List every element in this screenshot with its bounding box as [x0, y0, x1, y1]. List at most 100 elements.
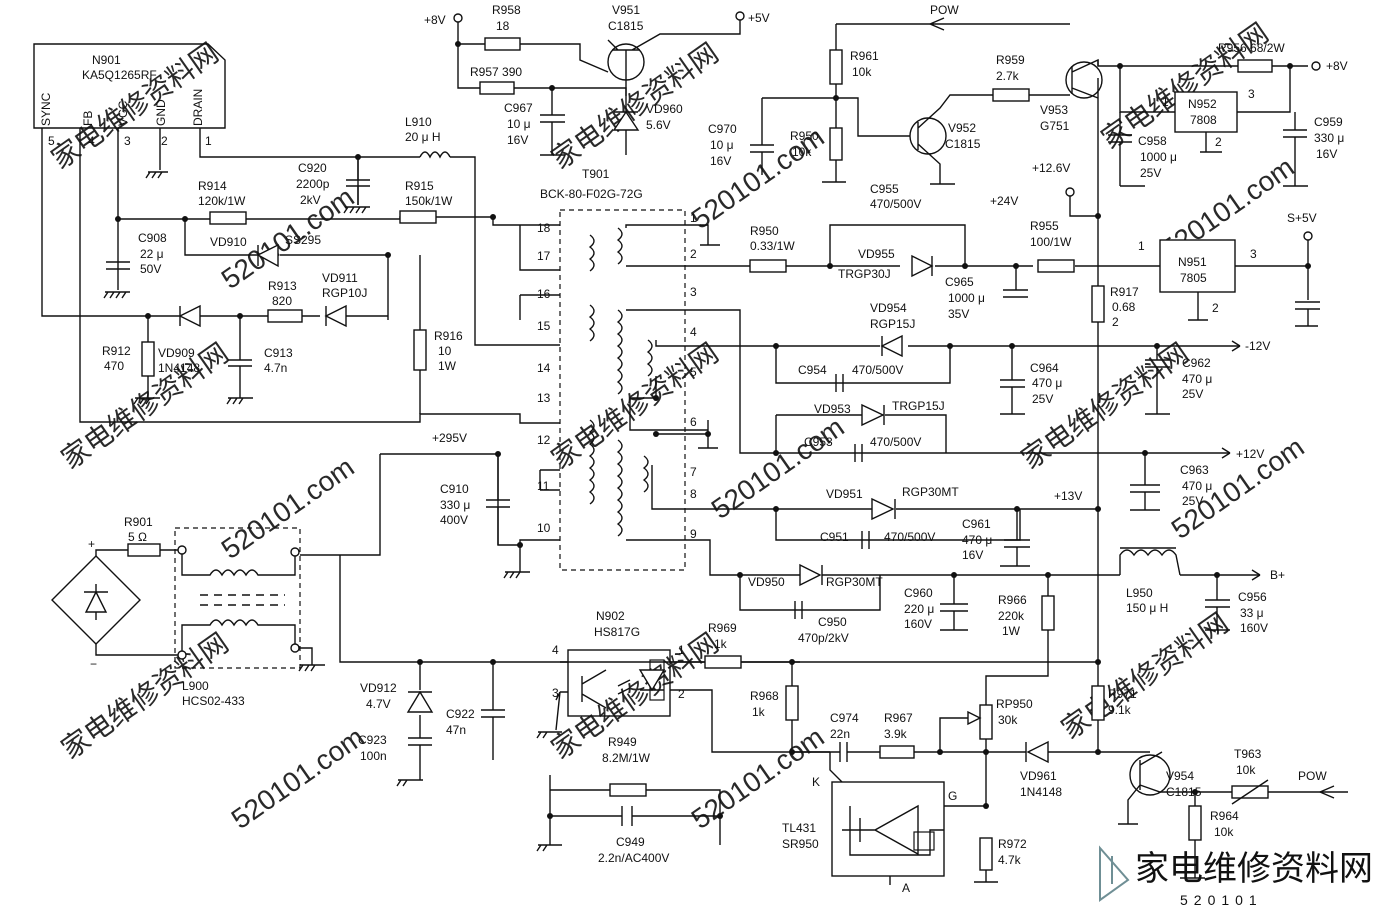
- r968-value: 1k: [752, 705, 766, 719]
- c910-ref: C910: [440, 482, 469, 496]
- r967-ref: R967: [884, 711, 913, 725]
- r901-ref: R901: [124, 515, 153, 529]
- capacitor-c920: C920 2200p 2kV: [296, 157, 370, 207]
- transformer-t901: T901 BCK-80-F02G-72G 18 17 16 15 14 13 1…: [537, 167, 697, 571]
- c960-value: 220 μ: [904, 602, 934, 616]
- n902-pin: 2: [678, 687, 685, 701]
- c963-value: 470 μ: [1182, 479, 1212, 493]
- vd960-value: 5.6V: [646, 118, 671, 132]
- resistor-r912: R912 470: [102, 341, 155, 398]
- resistor-r950-033: R950 0.33/1W: [749, 224, 795, 273]
- c913-ref: C913: [264, 346, 293, 360]
- c960-ref: C960: [904, 586, 933, 600]
- t901-pin: 8: [690, 487, 697, 501]
- tl431-part: SR950: [782, 837, 819, 851]
- resistor-r915: R915 150k/1W: [399, 179, 453, 224]
- t901-pin: 12: [537, 433, 551, 447]
- t901-pin: 1: [690, 211, 697, 225]
- capacitor-c964: C964 470 μ 25V: [1000, 346, 1062, 414]
- r916-rating: 1W: [438, 359, 457, 373]
- watermark-text: 520101.com: [226, 721, 370, 835]
- r917-extra: 2: [1112, 315, 1119, 329]
- n952-part: 7808: [1190, 113, 1217, 127]
- t901-pin: 18: [537, 221, 551, 235]
- r915-value: 150k/1W: [405, 194, 453, 208]
- c958-ref: C958: [1138, 134, 1167, 148]
- l910-value: 20 μ H: [405, 130, 441, 144]
- c965-ref: C965: [945, 275, 974, 289]
- r914-value: 120k/1W: [198, 194, 246, 208]
- l950-value: 150 μ H: [1126, 601, 1168, 615]
- watermark-text: 家电维修资料网: [1056, 607, 1234, 745]
- r949-ref: R949: [608, 735, 637, 749]
- c956-ref: C956: [1238, 590, 1267, 604]
- vd911-ref: VD911: [322, 271, 358, 285]
- r913-ref: R913: [268, 279, 297, 293]
- r958-ref: R958: [492, 3, 521, 17]
- c949-value: 2.2n/AC400V: [598, 851, 669, 865]
- r915-ref: R915: [405, 179, 434, 193]
- r912-value: 470: [104, 359, 124, 373]
- resistor-r917: R917 0.68 2: [1091, 285, 1139, 329]
- tl431-g: G: [948, 789, 957, 803]
- rail-p295v: +295V: [432, 431, 467, 445]
- tl431-a: A: [902, 881, 910, 895]
- t901-pin: 17: [537, 249, 551, 263]
- c908-rating: 50V: [140, 262, 161, 276]
- bridge-rectifier: + − R901 5 Ω: [51, 515, 182, 671]
- rail-minus: −: [90, 657, 97, 671]
- ic-n901: N901 KA5Q1265RF SYNC FB VCC GND DRAIN 5 …: [33, 43, 226, 148]
- n902-part: HS817G: [594, 625, 640, 639]
- capacitor-c910: +295V C910 330 μ 400V: [432, 431, 510, 545]
- capacitor-c950: C950 470p/2kV: [794, 601, 849, 645]
- junction-dots: [115, 41, 1311, 819]
- t901-pin: 7: [690, 465, 697, 479]
- diode-vd954: VD954 RGP15J: [870, 301, 915, 358]
- c964-ref: C964: [1030, 361, 1059, 375]
- r968-ref: R968: [750, 689, 779, 703]
- vd955-part: TRGP30J: [838, 267, 891, 281]
- capacitor-c954: C954 470/500V: [798, 363, 903, 392]
- n902-pin: 4: [552, 643, 559, 657]
- n902-ref: N902: [596, 609, 625, 623]
- diode-vd951: VD951 RGP30MT +13V: [826, 485, 1082, 521]
- r917-value: 0.68: [1112, 300, 1136, 314]
- r949-value: 8.2M/1W: [602, 751, 651, 765]
- filter-l900: L900 HCS02-433: [174, 527, 313, 708]
- c950-value: 470p/2kV: [798, 631, 849, 645]
- c964-value: 470 μ: [1032, 376, 1062, 390]
- c964-rating: 25V: [1032, 392, 1053, 406]
- capacitor-c913: C913 4.7n: [228, 346, 293, 398]
- t901-pin: 11: [537, 479, 550, 493]
- rail-p8v-in: +8V: [424, 13, 446, 27]
- r972-ref: R972: [998, 837, 1027, 851]
- watermark-text: 家电维修资料网: [1016, 337, 1194, 475]
- capacitor-c962: C962 470 μ 25V -12V: [1145, 339, 1270, 414]
- v951-ref: V951: [612, 3, 640, 17]
- t963-value: 10k: [1236, 763, 1256, 777]
- c908-value: 22 μ: [140, 247, 164, 261]
- n901-pin-num: 2: [161, 134, 168, 148]
- r955-value: 100/1W: [1030, 235, 1072, 249]
- vd912-value: 4.7V: [366, 697, 391, 711]
- n901-ref: N901: [92, 53, 121, 67]
- capacitor-c956: B+ C956 33 μ 160V: [1205, 568, 1285, 635]
- c920-value: 2200p: [296, 177, 330, 191]
- c963-rating: 25V: [1182, 494, 1203, 508]
- c970-value: 10 μ: [710, 138, 734, 152]
- c908-ref: C908: [138, 231, 167, 245]
- l950-ref: L950: [1126, 586, 1153, 600]
- t901-pin: 4: [690, 325, 697, 339]
- r950a-value: 10k: [792, 145, 812, 159]
- r916-value: 10: [438, 344, 452, 358]
- n952-pin: 1: [1162, 95, 1169, 109]
- diode-vd955: VD955 TRGP30J: [838, 247, 934, 281]
- top-8v-5v-section: +8V R958 18 R957 390 +5V V951 C1815 C967…: [424, 3, 770, 155]
- c974-value: 22n: [830, 727, 850, 741]
- n952-ref: N952: [1188, 97, 1217, 111]
- r971-ref: R971: [1108, 687, 1137, 701]
- t901-pin: 9: [690, 527, 697, 541]
- vd951-ref: VD951: [826, 487, 863, 501]
- c970-rating: 16V: [710, 154, 731, 168]
